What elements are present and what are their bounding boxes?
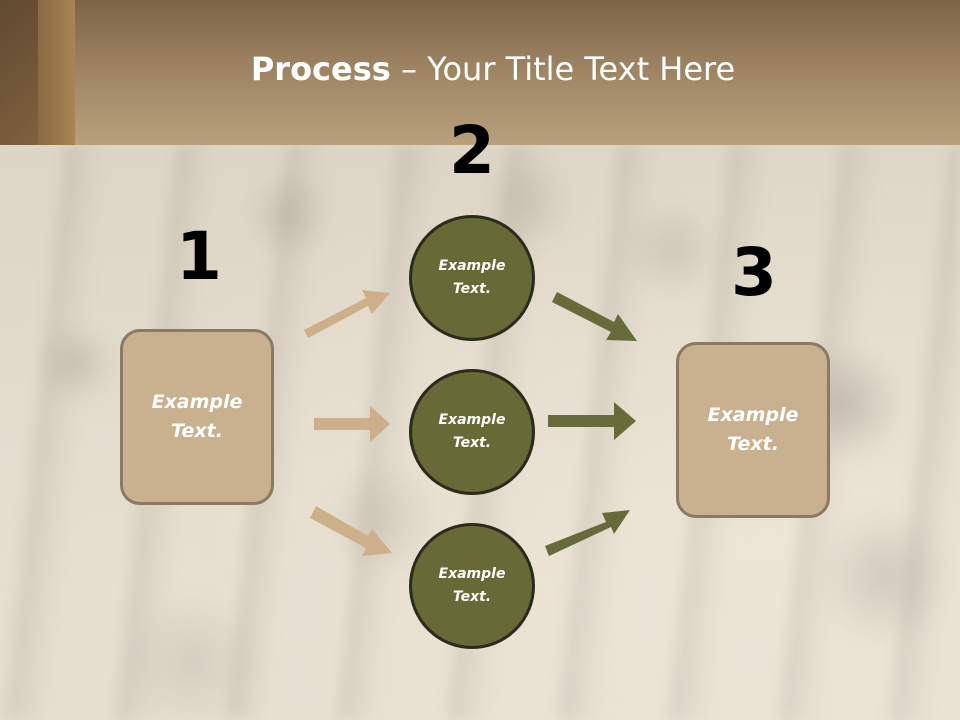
title-rest: – Your Title Text Here — [390, 50, 736, 88]
circle-middle-text: Example Text. — [438, 412, 506, 451]
arrow-middle-right — [548, 402, 636, 440]
title-bold: Process — [250, 50, 391, 88]
header-accent-inner — [0, 0, 38, 145]
step-number-2: 2 — [449, 112, 495, 189]
step-1-text: Example Text. — [151, 391, 243, 442]
step-2-circle-middle: Example Text. — [409, 369, 535, 495]
arrows-right — [545, 292, 637, 556]
arrow-down-left — [310, 506, 392, 556]
header-band — [0, 0, 960, 145]
step-3-text: Example Text. — [707, 404, 799, 455]
arrow-down-right — [552, 292, 637, 341]
step-number-3: 3 — [731, 234, 777, 311]
step-number-1: 1 — [176, 218, 222, 295]
slide-title: Process – Your Title Text Here — [0, 50, 960, 88]
step-2-circle-top: Example Text. — [409, 215, 535, 341]
arrow-up-right — [545, 510, 630, 556]
step-1-box: Example Text. — [120, 329, 274, 505]
arrow-up-left — [304, 290, 390, 338]
circle-bottom-text: Example Text. — [438, 566, 506, 605]
arrows-left — [304, 290, 392, 556]
step-2-circle-bottom: Example Text. — [409, 523, 535, 649]
circle-top-text: Example Text. — [438, 258, 506, 297]
arrow-middle-left — [314, 406, 390, 442]
header-accent — [0, 0, 75, 145]
step-3-box: Example Text. — [676, 342, 830, 518]
